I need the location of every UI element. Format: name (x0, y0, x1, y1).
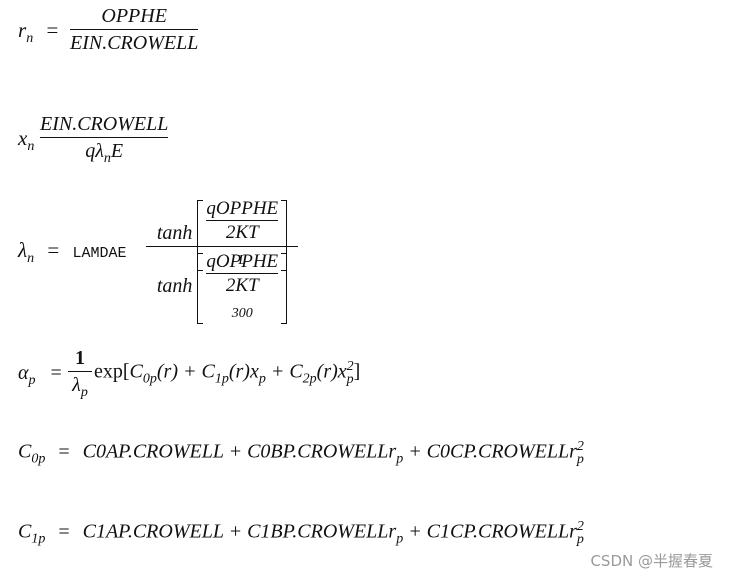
eq1-fraction: OPPHE EIN.CROWELL (70, 5, 199, 54)
eq1-lhs: rn (18, 18, 34, 47)
equation-c0p: C0p = C0AP.CROWELL + C0BP.CROWELLrp + C0… (18, 439, 584, 467)
equation-xn: xn (18, 126, 35, 155)
equation-alpha-p: αp = (18, 362, 62, 388)
lamdae-coefficient: LAMDAE (72, 245, 127, 262)
eq2-fraction: EIN.CROWELL qλnE (40, 113, 169, 166)
csdn-watermark: CSDN @半握春夏 (590, 552, 713, 570)
eq4-fraction: 1 λp (68, 346, 92, 405)
equation-lambda-n: λn = LAMDAE (18, 238, 127, 267)
equation-rn: rn = (18, 18, 59, 47)
equation-c1p: C1p = C1AP.CROWELL + C1BP.CROWELLrp + C1… (18, 519, 584, 547)
